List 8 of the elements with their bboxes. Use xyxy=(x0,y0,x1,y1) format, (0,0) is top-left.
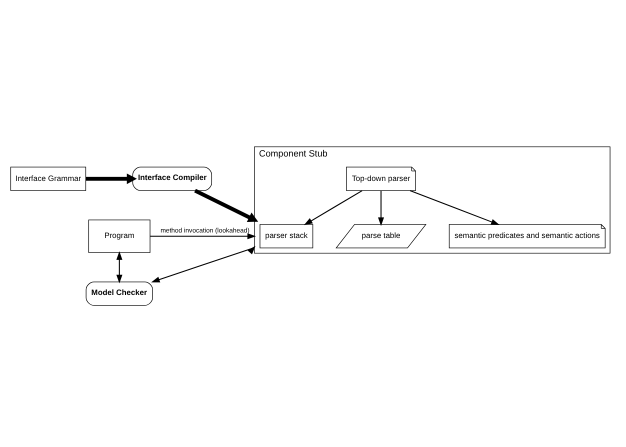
arrow xyxy=(194,188,258,222)
arrow xyxy=(378,190,384,226)
arrow xyxy=(86,174,137,184)
arrow xyxy=(150,233,256,240)
arrow xyxy=(116,251,122,284)
arrow xyxy=(410,190,500,225)
arrow xyxy=(151,246,256,282)
arrow xyxy=(304,190,362,226)
